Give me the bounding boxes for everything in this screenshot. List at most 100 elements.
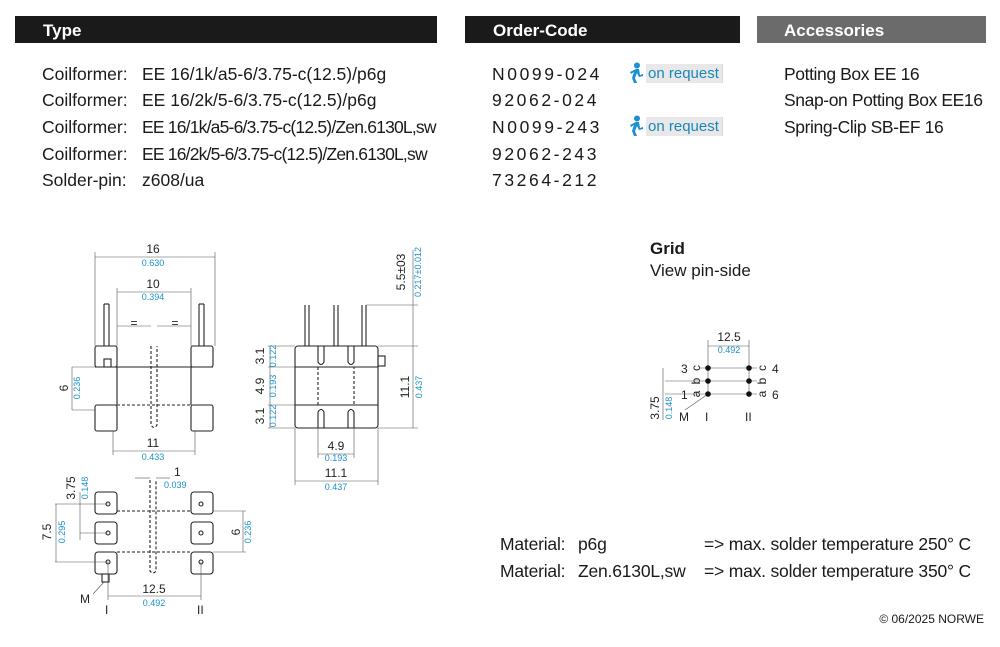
material-label: Material:	[500, 561, 566, 581]
dim-10-in: 0.394	[142, 292, 165, 302]
dim-6: 6	[57, 384, 71, 391]
bottom-dim-lines	[55, 477, 246, 600]
running-person-icon	[630, 62, 643, 83]
order-code: N0099-243	[492, 117, 602, 137]
type-label: Coilformer:	[42, 144, 128, 164]
grid-subtitle: View pin-side	[650, 261, 751, 280]
grid-dim-3-75-in: 0.148	[664, 397, 674, 420]
dim-eq: =	[130, 316, 137, 330]
dim-3-1-in: 0.122	[268, 405, 278, 428]
dim-1: 1	[174, 465, 181, 479]
row-ii: II	[197, 603, 204, 617]
accessory-item: Snap-on Potting Box EE16	[784, 90, 983, 110]
material-note: => max. solder temperature 350° C	[704, 561, 971, 581]
dim-7-5: 7.5	[40, 523, 54, 540]
side-dim-lines	[268, 250, 418, 485]
dim-1-in: 0.039	[164, 480, 187, 490]
material-name: Zen.6130L,sw	[578, 561, 686, 581]
accessory-item: Spring-Clip SB-EF 16	[784, 117, 944, 137]
material-note: => max. solder temperature 250° C	[704, 534, 971, 554]
type-label: Coilformer:	[42, 117, 128, 137]
side-view	[294, 305, 386, 429]
dim-12-5: 12.5	[142, 582, 166, 596]
dim-12-5-in: 0.492	[143, 598, 166, 608]
grid-row-ii: II	[745, 410, 752, 424]
on-request-button[interactable]: on request	[628, 115, 723, 136]
on-request-label: on request	[646, 116, 723, 136]
type-label: Coilformer:	[42, 64, 128, 84]
dim-11-1: 11.1	[398, 375, 412, 398]
type-header: Type	[15, 16, 437, 43]
grid-dim-12-5-in: 0.492	[718, 345, 741, 355]
row-i: I	[105, 603, 108, 617]
dim-3-1: 3.1	[253, 347, 267, 364]
pin-6: 6	[772, 388, 779, 402]
dim-pin: 5.5±03	[394, 253, 408, 290]
grid-title: Grid	[650, 239, 685, 258]
row-a: a	[755, 390, 769, 397]
type-value: EE 16/2k/5-6/3.75-c(12.5)/p6g	[142, 90, 377, 110]
grid-pins	[705, 365, 752, 397]
marker-m: M	[80, 592, 90, 606]
row-a: a	[689, 390, 703, 397]
type-value: EE 16/1k/a5-6/3.75-c(12.5)/p6g	[142, 64, 387, 84]
dim-4-9-in: 0.193	[268, 375, 278, 398]
row-b: b	[689, 377, 703, 384]
order-code-header: Order-Code	[465, 16, 740, 43]
on-request-button[interactable]: on request	[628, 62, 723, 83]
row-c: c	[755, 365, 769, 371]
material-name: p6g	[578, 534, 607, 554]
grid-marker-m: M	[679, 410, 689, 424]
pin-1: 1	[681, 388, 688, 402]
copyright: © 06/2025 NORWE	[879, 612, 984, 626]
front-dim-lines	[71, 252, 216, 455]
on-request-label: on request	[646, 63, 723, 83]
dim-10: 10	[146, 277, 160, 291]
dim-4-9: 4.9	[253, 377, 267, 394]
running-person-icon	[630, 115, 643, 136]
order-code: 92062-024	[492, 90, 600, 110]
pin-3: 3	[681, 362, 688, 376]
order-code: 92062-243	[492, 144, 600, 164]
row-c: c	[689, 365, 703, 371]
dim-6b: 6	[229, 528, 243, 535]
type-row: Coilformer: EE 16/1k/a5-6/3.75-c(12.5)/p6…	[42, 64, 386, 84]
type-row: Coilformer: EE 16/2k/5-6/3.75-c(12.5)/Zen…	[42, 144, 428, 164]
order-code: 73264-212	[492, 170, 600, 190]
bottom-view	[94, 480, 214, 583]
type-label: Solder-pin:	[42, 170, 127, 190]
dim-11-1-in: 0.437	[414, 376, 424, 399]
type-label: Coilformer:	[42, 90, 128, 110]
dim-16-in: 0.630	[142, 258, 165, 268]
type-row: Coilformer: EE 16/2k/5-6/3.75-c(12.5)/p6g	[42, 90, 376, 110]
dim-3-75-in: 0.148	[80, 477, 90, 500]
dim-11-in: 0.433	[142, 452, 165, 462]
dim-6b-in: 0.236	[243, 521, 253, 544]
dim-7-5-in: 0.295	[57, 521, 67, 544]
front-view	[94, 303, 214, 432]
dim-11: 11	[147, 436, 160, 450]
type-row: Coilformer: EE 16/1k/a5-6/3.75-c(12.5)/Ze…	[42, 117, 437, 137]
row-b: b	[755, 377, 769, 384]
grid-dim-12-5: 12.5	[717, 330, 741, 344]
dim-eq: =	[171, 316, 178, 330]
material-row: Material: p6g => max. solder temperature 2…	[500, 534, 971, 555]
dim-16: 16	[146, 242, 160, 256]
pin-4: 4	[772, 362, 779, 376]
dim-6-in: 0.236	[72, 377, 82, 400]
dim-11-1w-in: 0.437	[325, 482, 348, 492]
dim-4-9w-in: 0.193	[325, 453, 348, 463]
dim-pin-in: 0.217±0.012	[413, 247, 423, 297]
type-row: Solder-pin: z608/ua	[42, 170, 204, 190]
type-value: z608/ua	[142, 170, 205, 190]
material-label: Material:	[500, 534, 566, 554]
accessory-item: Potting Box EE 16	[784, 64, 920, 84]
grid-dim-3-75: 3.75	[648, 396, 662, 420]
grid-row-i: I	[705, 410, 708, 424]
dim-3-1-in: 0.122	[268, 345, 278, 368]
type-value: EE 16/2k/5-6/3.75-c(12.5)/Zen.6130L,sw	[142, 144, 428, 164]
order-code: N0099-024	[492, 64, 602, 84]
type-value: EE 16/1k/a5-6/3.75-c(12.5)/Zen.6130L,sw	[142, 117, 437, 137]
dim-11-1w: 11.1	[325, 466, 348, 480]
dim-3-1: 3.1	[253, 407, 267, 424]
